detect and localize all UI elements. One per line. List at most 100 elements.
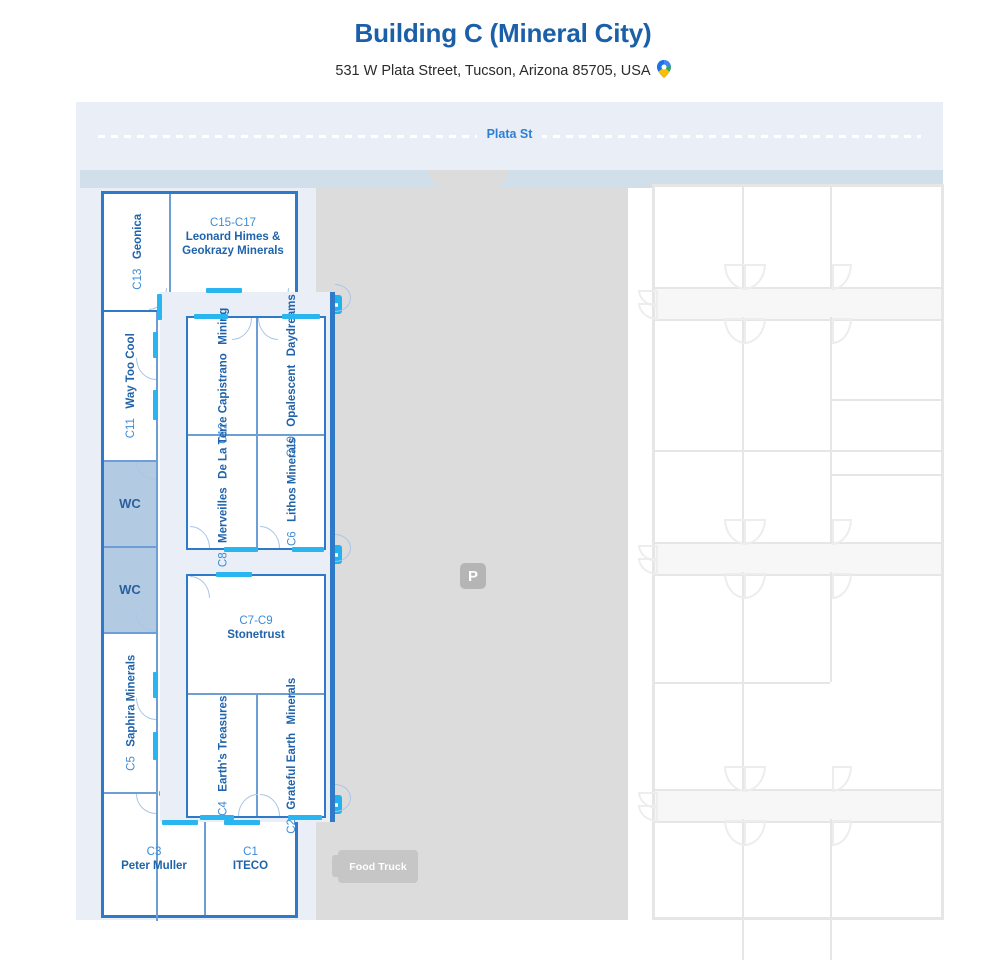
window-corridor-bottom-a	[162, 820, 198, 825]
restroom-1-label: WC	[119, 496, 141, 512]
window-c11-b	[153, 390, 158, 420]
unit-c11-code: C11	[125, 418, 138, 439]
unit-c5-code: C5	[125, 756, 138, 772]
window-c8-bottom	[224, 547, 258, 552]
window-c5-b	[153, 732, 158, 760]
wall-c4-c2	[256, 695, 258, 816]
sidewalk-strip	[76, 170, 943, 188]
window-c6-bottom	[292, 547, 324, 552]
wall-c11-wc1	[104, 460, 156, 462]
window-c4-bottom	[200, 815, 234, 820]
street-label-text: Plata St	[476, 127, 543, 141]
ghost-wall-v3	[742, 317, 744, 542]
wall-wc2-c5	[104, 632, 156, 634]
ghost-wall-v5	[742, 572, 744, 789]
unit-c1-code: C1	[243, 845, 258, 858]
unit-c1-name: ITECO	[232, 860, 269, 872]
ghost-wall-h1	[655, 450, 830, 452]
wall-wc1-wc2	[104, 546, 156, 548]
wall-c13-c15	[169, 194, 171, 310]
window-c11-a	[153, 332, 158, 358]
parking-badge: P	[460, 563, 486, 589]
window-corridor-bottom-b	[224, 820, 260, 825]
driveway-entrance	[428, 170, 508, 188]
corridor-east-wall	[330, 292, 335, 822]
restroom-2-label: WC	[119, 582, 141, 598]
page-header: Building C (Mineral City) 531 W Plata St…	[0, 0, 1006, 82]
food-truck-label: Food Truck	[349, 860, 407, 873]
wall-c5-c3	[104, 792, 156, 794]
wall-c3-c1	[204, 794, 206, 915]
window-c10-top	[282, 314, 320, 319]
window-c12-top	[194, 314, 228, 319]
ghost-wall-v7	[742, 819, 744, 960]
map-pin-icon[interactable]	[656, 60, 671, 82]
street-label: Plata St	[76, 127, 943, 141]
window-c7-top	[216, 572, 252, 577]
ghost-corridor-2	[655, 542, 941, 576]
unit-c11-name: Way Too Cool	[125, 333, 138, 409]
unit-c6-text: C6 Lithos Minerals	[281, 438, 301, 547]
unit-c8-code: C8	[217, 552, 230, 568]
inner-block-south[interactable]: C7-C9 Stonetrust C4 Earth's Treasures C2…	[186, 574, 326, 833]
unit-c4-code: C4	[217, 800, 230, 816]
unit-c8-text: C8 Merveilles De La Terre	[212, 417, 232, 568]
unit-c15-code: C15-C17	[209, 216, 257, 229]
page-title-sub: (Mineral City)	[489, 18, 652, 48]
unit-c3[interactable]: C3 Peter Muller	[104, 794, 204, 915]
ghost-wall-h2	[830, 450, 941, 452]
unit-c2-name-line1: Grateful Earth	[286, 732, 299, 810]
window-corridor-left	[157, 294, 162, 320]
unit-c12-name-line1: Capistrano	[217, 353, 230, 414]
unit-c2-text: C2 Grateful Earth Minerals	[281, 678, 301, 834]
ghost-wall-v1	[742, 187, 744, 287]
unit-c10-name-line2: Daydreams	[286, 294, 299, 357]
wall-left-column-right	[156, 312, 158, 921]
unit-c3-code: C3	[146, 845, 162, 858]
ghost-wall-h5	[830, 399, 941, 401]
unit-c11[interactable]: C11 Way Too Cool	[104, 312, 156, 460]
unit-c7-code: C7-C9	[239, 614, 273, 627]
sidewalk-left-pad	[76, 170, 80, 188]
unit-c10-name-line1: Opalescent	[286, 364, 299, 427]
ghost-corridor-1	[655, 287, 941, 321]
unit-c8-name-line2: De La Terre	[217, 416, 230, 480]
unit-c15-name-line2: Geokrazy Minerals	[182, 245, 284, 257]
window-c2-bottom	[288, 815, 322, 820]
page-title-main: Building C	[354, 18, 490, 48]
unit-c6-name: Lithos Minerals	[286, 437, 299, 523]
window-c5-a	[153, 672, 158, 698]
unit-c7-name: Stonetrust	[227, 629, 285, 641]
unit-c15-c17[interactable]: C15-C17 Leonard Himes & Geokrazy Mineral…	[171, 194, 295, 310]
ghost-wall-h3	[830, 474, 941, 476]
unit-c1[interactable]: C1 ITECO	[206, 794, 295, 915]
unit-c5-text: C5 Saphira Minerals	[120, 655, 140, 771]
ghost-wall-v8	[830, 819, 832, 960]
ghost-wall-h4	[655, 682, 830, 684]
ghost-wall-v6	[830, 572, 832, 682]
wall-south-mid	[188, 693, 324, 695]
floorplan-map[interactable]: Plata St P Food Truck	[76, 102, 944, 960]
unit-c8-name-line1: Merveilles	[217, 487, 230, 544]
food-truck-body	[338, 850, 418, 883]
ghost-wall-v4	[830, 317, 832, 542]
unit-c2-code: C2	[286, 818, 299, 834]
inner-block-north[interactable]: C12 Capistrano Mining C10 Opalescent Day…	[186, 294, 326, 567]
wall-c12-c10	[256, 318, 258, 548]
unit-c7-c9[interactable]: C7-C9 Stonetrust	[188, 576, 324, 693]
page-title: Building C (Mineral City)	[0, 0, 1006, 49]
unit-c2-name-line2: Minerals	[286, 677, 299, 725]
wall-north-mid	[188, 434, 324, 436]
unit-c15-name-line1: Leonard Himes &	[185, 230, 281, 243]
unit-c13-text: C13 Geonica	[127, 214, 147, 290]
unit-c6-code: C6	[286, 531, 299, 547]
unit-c13-code: C13	[131, 268, 144, 290]
window-corridor-top	[206, 288, 242, 293]
ghost-corridor-3	[655, 789, 941, 823]
unit-c3-name: Peter Muller	[121, 860, 187, 872]
parking-lot	[316, 188, 628, 920]
unit-c4-text: C4 Earth's Treasures	[212, 695, 232, 815]
unit-c11-text: C11 Way Too Cool	[120, 333, 140, 438]
unit-c4-name: Earth's Treasures	[217, 695, 230, 792]
